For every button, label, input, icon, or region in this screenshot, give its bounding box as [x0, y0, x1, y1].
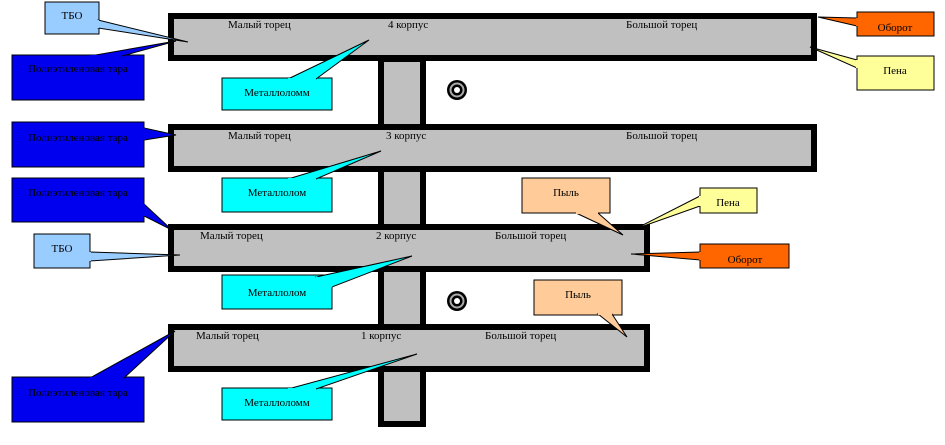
corridor-segment	[378, 266, 426, 330]
callout-box	[221, 274, 333, 310]
callout-pointer	[89, 330, 176, 379]
callout-poly-2: Полиэтиленовая тара	[11, 177, 173, 231]
callout-poly-1: Полиэтиленовая тара	[11, 330, 176, 423]
small-end-label: Малый торец	[200, 230, 263, 242]
callout-label: Пена	[716, 197, 740, 209]
building-4: Малый торец 4 корпус Большой торец	[168, 13, 817, 61]
markers	[447, 80, 467, 311]
callout-poly-3: Полиэтиленовая тара	[11, 121, 177, 168]
corridor-segment	[378, 366, 426, 427]
callout-label: ТБО	[52, 243, 73, 255]
callout-foam-4: Пена	[809, 46, 935, 91]
small-end-label: Малый торец	[228, 130, 291, 142]
callout-box	[699, 187, 758, 214]
callout-label: Металлолом	[248, 187, 307, 199]
callout-dust-2: Пыль	[521, 177, 624, 236]
callout-box	[221, 387, 333, 421]
building-body	[168, 124, 817, 172]
small-end-label: Малый торец	[196, 330, 259, 342]
callout-box	[44, 1, 100, 35]
corridor-segment	[378, 166, 426, 230]
callout-label: Оборот	[728, 254, 763, 266]
callout-label: Пыль	[565, 289, 591, 301]
target-icon	[447, 80, 467, 100]
callout-box	[11, 54, 145, 101]
callout-box	[856, 55, 935, 91]
large-end-label: Большой торец	[626, 19, 697, 31]
callout-metal-1: Металлоломм	[221, 353, 418, 421]
callout-label: ТБО	[62, 10, 83, 22]
corridor-joints	[378, 56, 426, 427]
building-name: 1 корпус	[361, 330, 401, 342]
callout-pointer	[809, 46, 858, 69]
callout-box	[11, 121, 145, 168]
building-name: 4 корпус	[388, 19, 428, 31]
large-end-label: Большой торец	[485, 330, 556, 342]
large-end-label: Большой торец	[495, 230, 566, 242]
callout-metal-2: Металлолом	[221, 255, 413, 310]
callout-box	[533, 279, 623, 316]
small-end-label: Малый торец	[228, 19, 291, 31]
callout-label: Металлолом	[248, 287, 307, 299]
callout-label: Пыль	[553, 187, 579, 199]
callout-label: Металлоломм	[244, 397, 310, 409]
callout-pointer	[817, 16, 858, 27]
callout-box	[221, 177, 333, 213]
callout-turnover-4: Оборот	[817, 11, 935, 37]
callout-box	[11, 177, 145, 223]
callout-tbo-2: ТБО	[33, 233, 181, 269]
callout-box	[33, 233, 91, 269]
callout-box	[521, 177, 611, 214]
target-icon	[447, 291, 467, 311]
callout-pointer	[89, 251, 181, 262]
building-3: Малый торец 3 корпус Большой торец	[168, 124, 817, 172]
callout-poly-4: Полиэтиленовая тара	[11, 40, 177, 101]
building-2: Малый торец 2 корпус Большой торец	[168, 224, 650, 272]
building-name: 2 корпус	[376, 230, 416, 242]
callout-tbo-4: ТБО	[44, 1, 189, 43]
callout-metal-4: Металлоломм	[221, 39, 370, 111]
corridor-segment	[378, 56, 426, 130]
callout-box	[699, 243, 790, 269]
building-name: 3 корпус	[386, 130, 426, 142]
callout-box	[11, 376, 145, 423]
building-body	[168, 13, 817, 61]
callout-label: Пена	[883, 65, 907, 77]
callout-label: Металлоломм	[244, 87, 310, 99]
building-body	[168, 224, 650, 272]
large-end-label: Большой торец	[626, 130, 697, 142]
callout-label: Оборот	[878, 22, 913, 34]
callout-pointer	[634, 195, 701, 230]
callout-turnover-2: Оборот	[630, 243, 790, 269]
callout-label: Полиэтиленовая тара	[28, 187, 128, 199]
callout-label: Полиэтиленовая тара	[28, 387, 128, 399]
callout-dust-1: Пыль	[533, 279, 628, 338]
callout-label: Полиэтиленовая тара	[28, 132, 128, 144]
callout-foam-2: Пена	[634, 187, 758, 230]
callout-pointer	[143, 202, 173, 231]
callout-label: Полиэтиленовая тара	[28, 63, 128, 75]
callout-box	[856, 11, 935, 37]
callout-pointer	[89, 40, 177, 57]
building-1: Малый торец 1 корпус Большой торец	[168, 324, 650, 372]
callout-metal-3: Металлолом	[221, 150, 382, 213]
callout-box	[221, 77, 333, 111]
